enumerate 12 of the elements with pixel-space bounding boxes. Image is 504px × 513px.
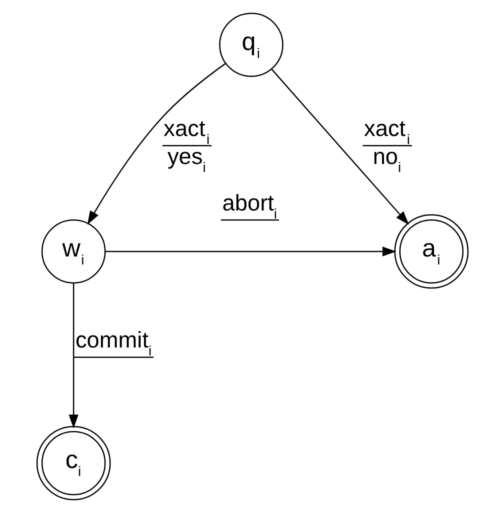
arrow: [68, 283, 78, 428]
edge-label: xact$_{i}$ no$_{i}$: [364, 115, 410, 175]
node-circle: w$_{i}$: [40, 219, 106, 284]
edge-label: abort$_{i}$: [222, 189, 277, 222]
node-circle: c$_{i}$: [36, 426, 110, 500]
edge-label: commit$_{i}$: [74, 326, 152, 359]
edge-label: xact$_{i}$ yes$_{i}$: [163, 115, 210, 175]
arrow: [104, 246, 396, 256]
arrow: [86, 62, 226, 225]
node-circle: a$_{i}$: [394, 214, 468, 289]
arrow: [270, 68, 409, 225]
node-circle: q$_{i}$: [218, 12, 283, 77]
